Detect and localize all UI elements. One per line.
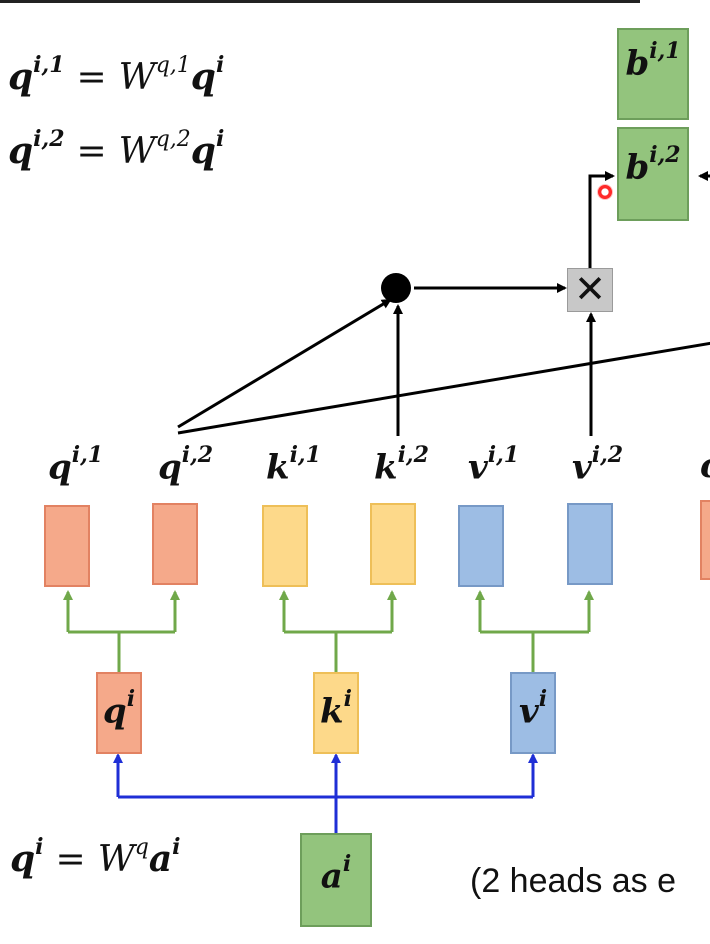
label-k-i2: ki,2 bbox=[374, 442, 429, 488]
equation-q-i1: qi,1=Wq,1qi bbox=[8, 52, 225, 98]
output-box-b-i1 bbox=[617, 28, 689, 120]
box-k-i2 bbox=[370, 503, 416, 585]
label-v-i: vi bbox=[518, 686, 548, 732]
box-q-i2 bbox=[152, 503, 198, 585]
box-v-i bbox=[510, 672, 556, 754]
output-box-b-i2 bbox=[617, 127, 689, 221]
input-box-a-i bbox=[300, 833, 372, 927]
multiply-node: ✕ bbox=[567, 268, 613, 312]
label-v-i1: vi,1 bbox=[468, 442, 520, 488]
output-label-b-i1: bi,1 bbox=[625, 38, 681, 84]
box-k-i1 bbox=[262, 505, 308, 587]
box-v-i1 bbox=[458, 505, 504, 587]
dot-product-node bbox=[381, 273, 411, 303]
output-label-b-i2: bi,2 bbox=[625, 142, 681, 188]
label-k-i1: ki,1 bbox=[266, 442, 321, 488]
label-cropped: c bbox=[700, 446, 710, 486]
box-cropped-right bbox=[700, 500, 710, 580]
box-v-i2 bbox=[567, 503, 613, 585]
equation-q-i2: qi,2=Wq,2qi bbox=[8, 126, 225, 172]
cursor-pointer-indicator bbox=[597, 184, 613, 200]
input-distribution-lines bbox=[113, 753, 538, 833]
head-split-lines bbox=[63, 590, 594, 672]
box-q-i1 bbox=[44, 505, 90, 587]
label-q-i2: qi,2 bbox=[158, 442, 214, 488]
equation-q-i: qi=Wqai bbox=[10, 834, 181, 880]
input-label-a-i: ai bbox=[320, 851, 352, 897]
box-q-i bbox=[96, 672, 142, 754]
label-k-i: ki bbox=[320, 686, 352, 732]
attention-lines bbox=[177, 171, 710, 436]
label-q-i1: qi,1 bbox=[48, 442, 104, 488]
label-q-i: qi bbox=[102, 686, 136, 732]
label-v-i2: vi,2 bbox=[572, 442, 624, 488]
caption-text: (2 heads as e bbox=[470, 862, 677, 900]
box-k-i bbox=[313, 672, 359, 754]
top-divider-line bbox=[0, 0, 640, 3]
